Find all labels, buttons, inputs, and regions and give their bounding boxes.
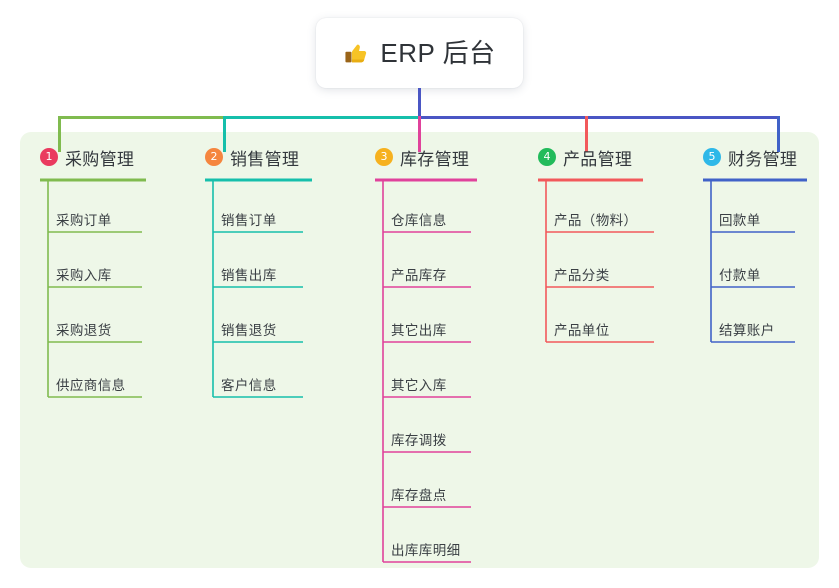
column-header[interactable]: 1 采购管理 [40, 146, 135, 169]
leaf-node[interactable]: 销售订单 [221, 213, 277, 228]
leaf-node[interactable]: 回款单 [719, 213, 761, 228]
leaf-node[interactable]: 其它出库 [391, 323, 447, 338]
leaf-node[interactable]: 结算账户 [719, 323, 775, 338]
leaf-node[interactable]: 产品单位 [554, 323, 610, 338]
leaf-node[interactable]: 付款单 [719, 268, 761, 283]
column-finance-management[interactable]: 5 财务管理 [703, 146, 798, 169]
leaf-node[interactable]: 采购订单 [56, 213, 112, 228]
column-title: 财务管理 [728, 149, 798, 169]
column-header[interactable]: 3 库存管理 [375, 146, 470, 169]
column-purchase-management[interactable]: 1 采购管理 [40, 146, 135, 169]
leaf-node[interactable]: 库存盘点 [391, 488, 447, 503]
column-badge-2: 2 [205, 148, 223, 166]
leaf-node[interactable]: 采购退货 [56, 323, 112, 338]
column-inventory-management[interactable]: 3 库存管理 [375, 146, 470, 169]
thumbs-up-icon [345, 44, 367, 63]
leaf-node[interactable]: 产品分类 [554, 268, 610, 283]
leaf-node[interactable]: 供应商信息 [56, 378, 126, 393]
leaf-node[interactable]: 产品（物料） [554, 213, 638, 228]
column-title: 产品管理 [563, 149, 633, 169]
column-sales-management[interactable]: 2 销售管理 [205, 146, 300, 169]
leaf-node[interactable]: 产品库存 [391, 268, 447, 283]
column-title: 库存管理 [400, 149, 470, 169]
column-badge-5: 5 [703, 148, 721, 166]
column-badge-3: 3 [375, 148, 393, 166]
leaf-node[interactable]: 其它入库 [391, 378, 447, 393]
leaf-node[interactable]: 客户信息 [221, 378, 277, 393]
leaf-node[interactable]: 采购入库 [56, 268, 112, 283]
column-badge-4: 4 [538, 148, 556, 166]
column-header[interactable]: 4 产品管理 [538, 146, 633, 169]
column-header[interactable]: 2 销售管理 [205, 146, 300, 169]
column-badge-1: 1 [40, 148, 58, 166]
column-header[interactable]: 5 财务管理 [703, 146, 798, 169]
root-node-erp-backend[interactable]: ERP 后台 [316, 18, 523, 88]
leaf-node[interactable]: 出库库明细 [391, 543, 461, 558]
column-title: 采购管理 [65, 149, 135, 169]
leaf-node[interactable]: 库存调拨 [391, 433, 447, 448]
diagram-panel-background [20, 132, 819, 568]
leaf-node[interactable]: 销售出库 [221, 268, 277, 283]
leaf-node[interactable]: 仓库信息 [391, 213, 447, 228]
leaf-node[interactable]: 销售退货 [221, 323, 277, 338]
column-title: 销售管理 [230, 149, 300, 169]
column-product-management[interactable]: 4 产品管理 [538, 146, 633, 169]
root-node-label: ERP 后台 [380, 38, 496, 68]
